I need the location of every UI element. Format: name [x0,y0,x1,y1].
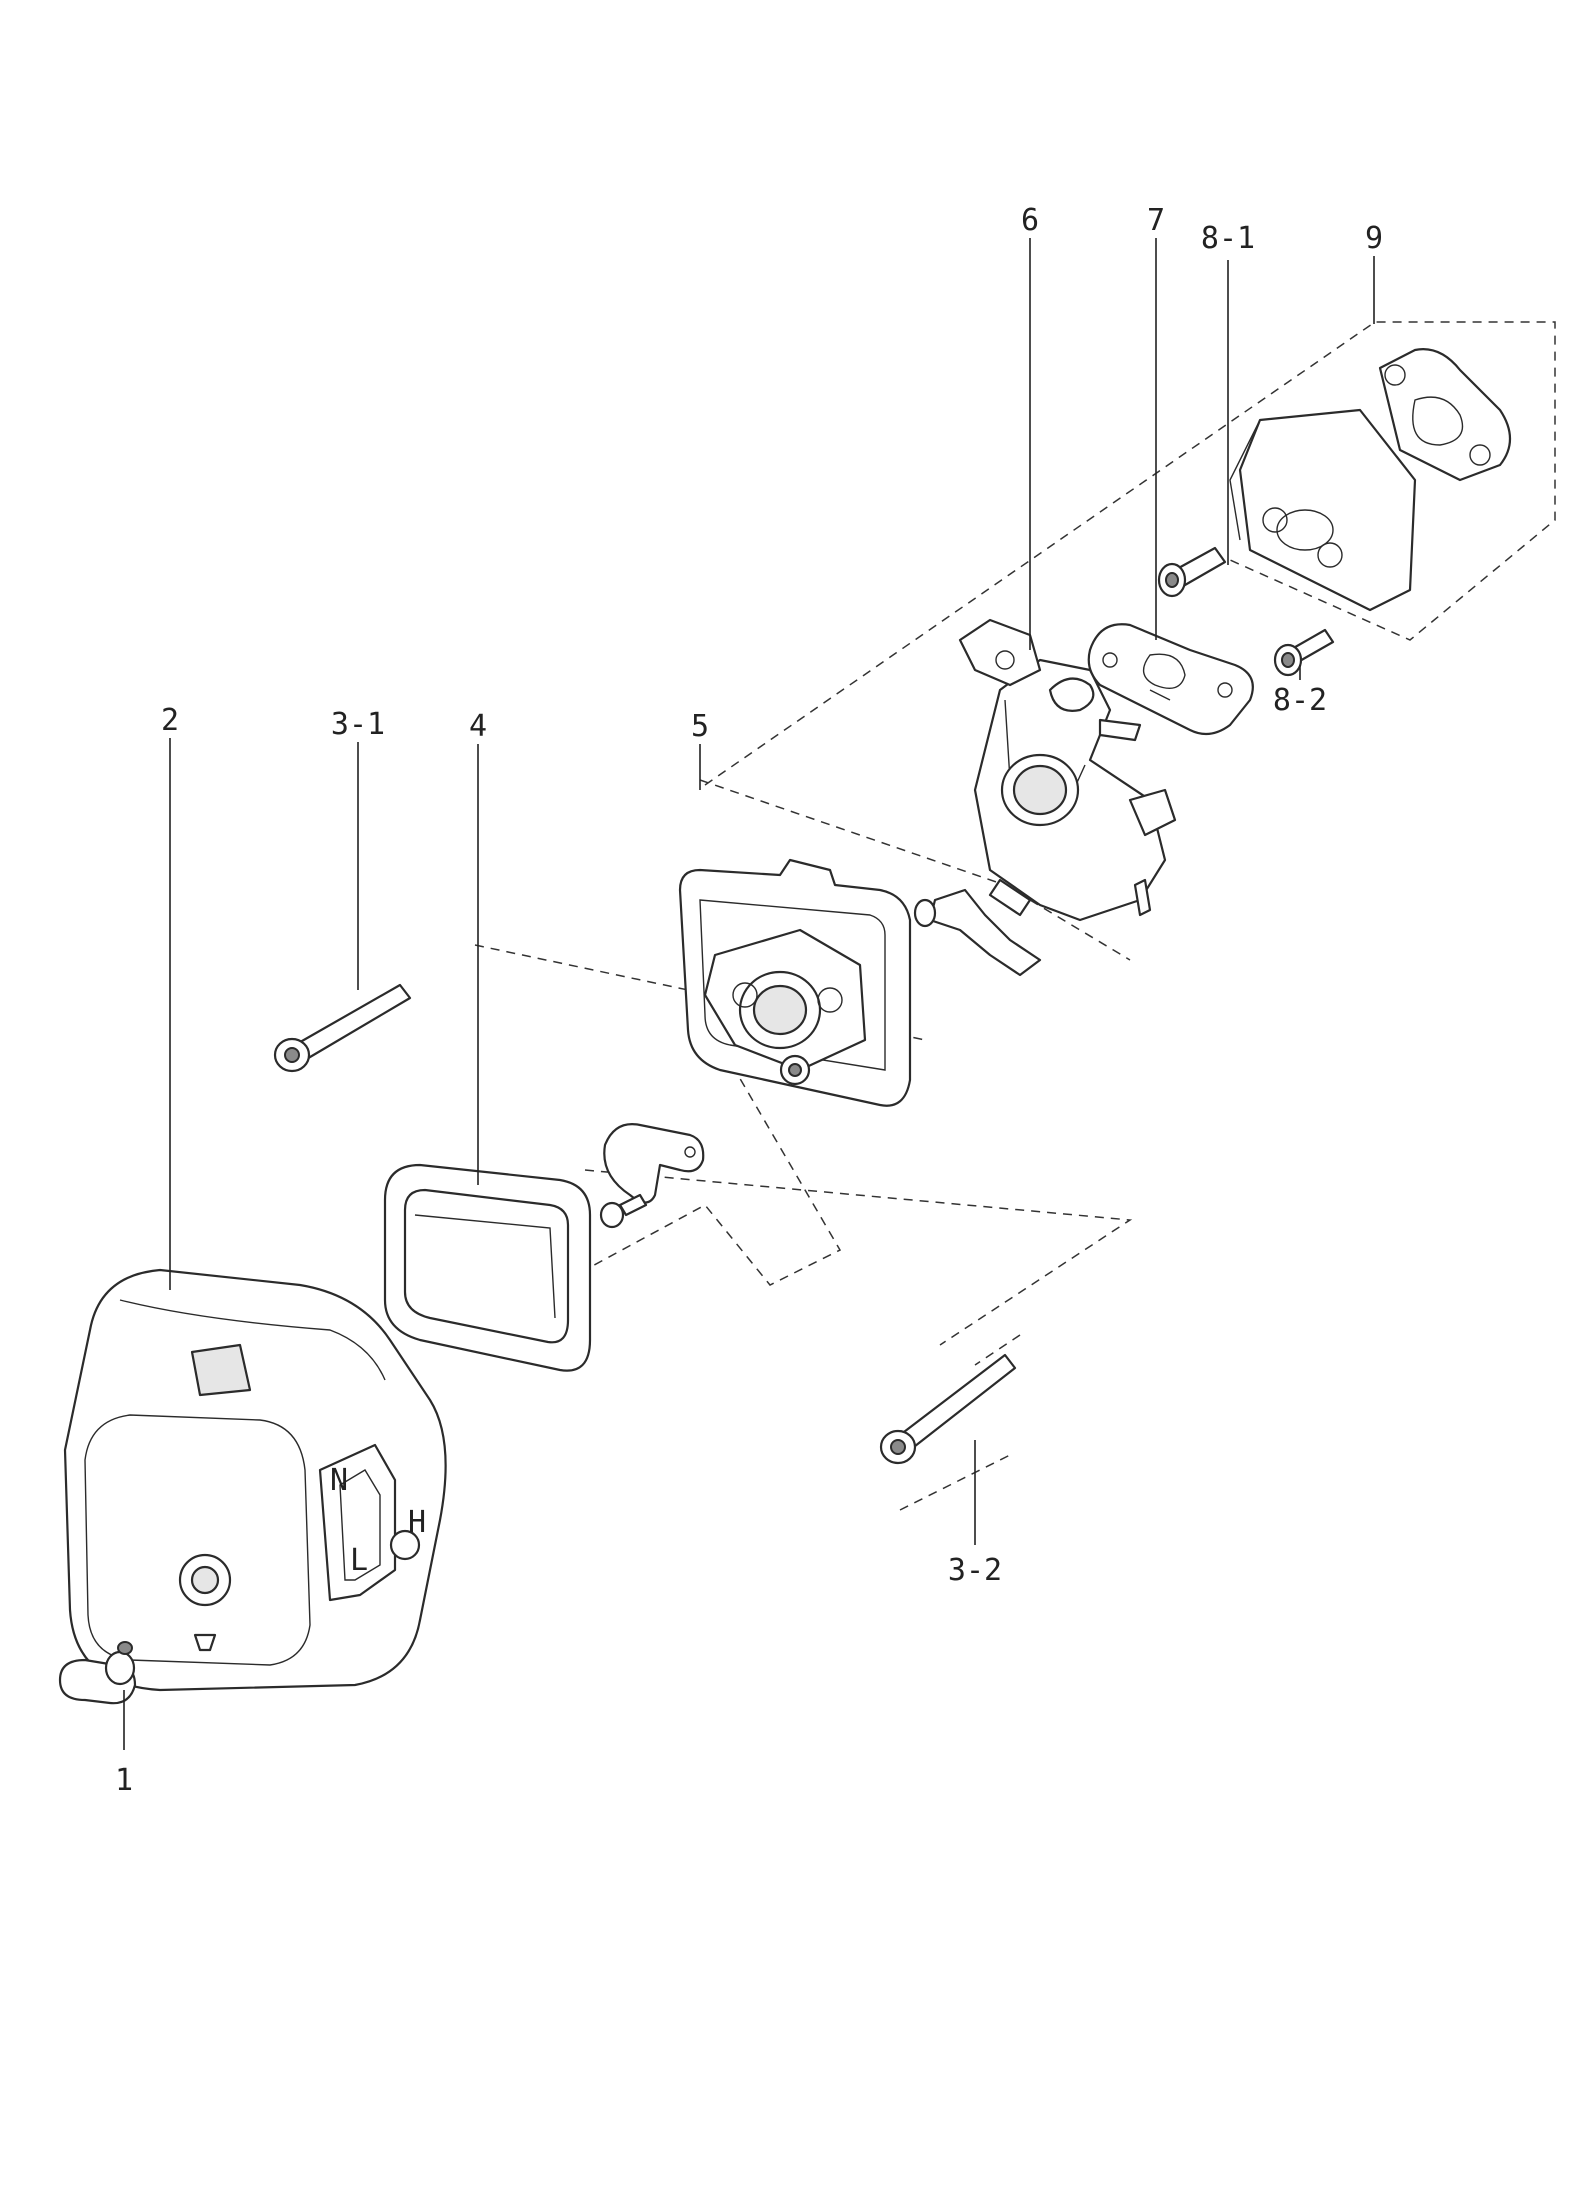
callout-9: 9 [1365,221,1383,256]
choke-plate [603,1123,705,1204]
callout-1: 1 [115,1763,133,1798]
throttle-lever [913,888,1042,977]
cover-l-letter: L [350,1543,368,1578]
part-8-2-bolt [1273,628,1335,677]
part-3-2-long-bolt [879,1353,1017,1465]
callout-6: 6 [1021,203,1039,238]
callout-8-1: 8-1 [1201,221,1255,256]
callout-5: 5 [691,709,709,744]
part-6-carburetor [958,618,1177,922]
callout-7: 7 [1147,203,1165,238]
part-5-air-filter-base [678,858,912,1107]
callout-3-1: 3-1 [331,707,385,742]
callout-labels: 1 2 3-1 3-2 4 5 6 7 8-1 8-2 9 [115,203,1383,1798]
part-9-intake-insulator [1229,348,1512,612]
part-1-cover-knob [58,1641,137,1705]
part-4-air-filter [383,1163,592,1372]
callout-4: 4 [469,709,487,744]
callout-2: 2 [161,703,179,738]
callout-3-2: 3-2 [948,1553,1002,1588]
part-8-1-bolt [1157,546,1227,598]
part-3-1-long-bolt [273,983,412,1073]
choke-screw [599,1193,648,1229]
callout-8-2: 8-2 [1273,683,1327,718]
part-7-gasket [1087,623,1254,736]
cover-choke-letter: H [408,1505,426,1540]
part-2-air-filter-cover: H N L [63,1268,447,1692]
leader-lines [123,238,1375,1750]
cover-n-letter: N [330,1463,348,1498]
